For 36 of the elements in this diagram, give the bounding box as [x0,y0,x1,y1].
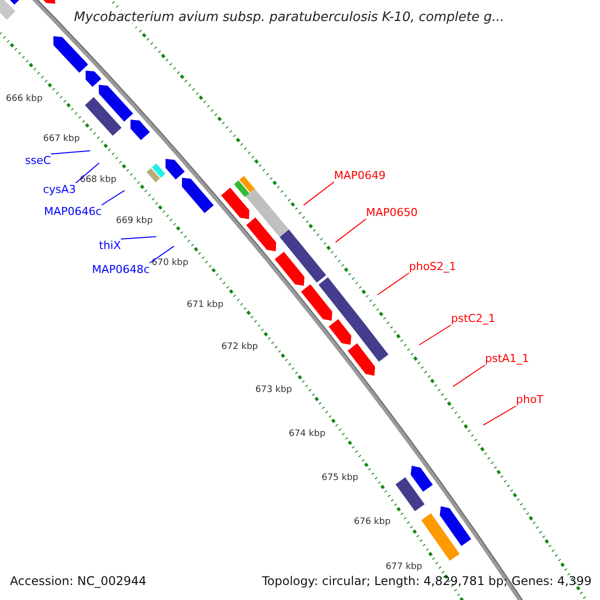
leader-line [335,218,366,243]
scale-label: 672 kbp [221,342,258,354]
leader-line [50,150,91,154]
scale-label: 670 kbp [152,258,188,269]
scale-label: 668 kbp [80,174,117,186]
scale-label: 673 kbp [255,385,292,396]
leader-line [149,246,174,264]
scale-label: 671 kbp [186,300,224,311]
gene-label: phoT [516,393,544,406]
gene-label: phoS2_1 [409,260,456,273]
scale-label: 667 kbp [43,134,80,146]
topology-label: Topology: circular; Length: 4,829,781 bp; Genes: 4,399 [262,574,592,588]
gene-label: MAP0650 [366,206,418,219]
gene-label: MAP0646c [44,205,102,218]
leader-line [482,406,516,426]
scale-label: 669 kbp [116,216,153,228]
gene-label: MAP0648c [92,263,150,276]
accession-label: Accession: NC_002944 [10,574,146,588]
scale-label: 676 kbp [354,517,391,528]
scale-label: 675 kbp [322,472,358,484]
scale-label: 666 kbp [6,94,43,105]
gene-label: sseC [25,154,51,167]
gene-label: thiX [99,239,121,252]
scale-label: 677 kbp [386,562,422,573]
gene-label: MAP0649 [334,169,386,182]
gene-label: pstC2_1 [451,312,496,325]
gene-label: pstA1_1 [485,352,530,365]
leader-line [418,324,452,346]
leader-line [101,190,125,206]
leader-line [452,364,486,388]
gene-label: cysA3 [43,183,76,196]
scale-label: 674 kbp [288,428,326,440]
leader-line [120,236,157,240]
leader-line [377,272,410,296]
leader-line [75,162,100,184]
leader-line [303,182,334,206]
